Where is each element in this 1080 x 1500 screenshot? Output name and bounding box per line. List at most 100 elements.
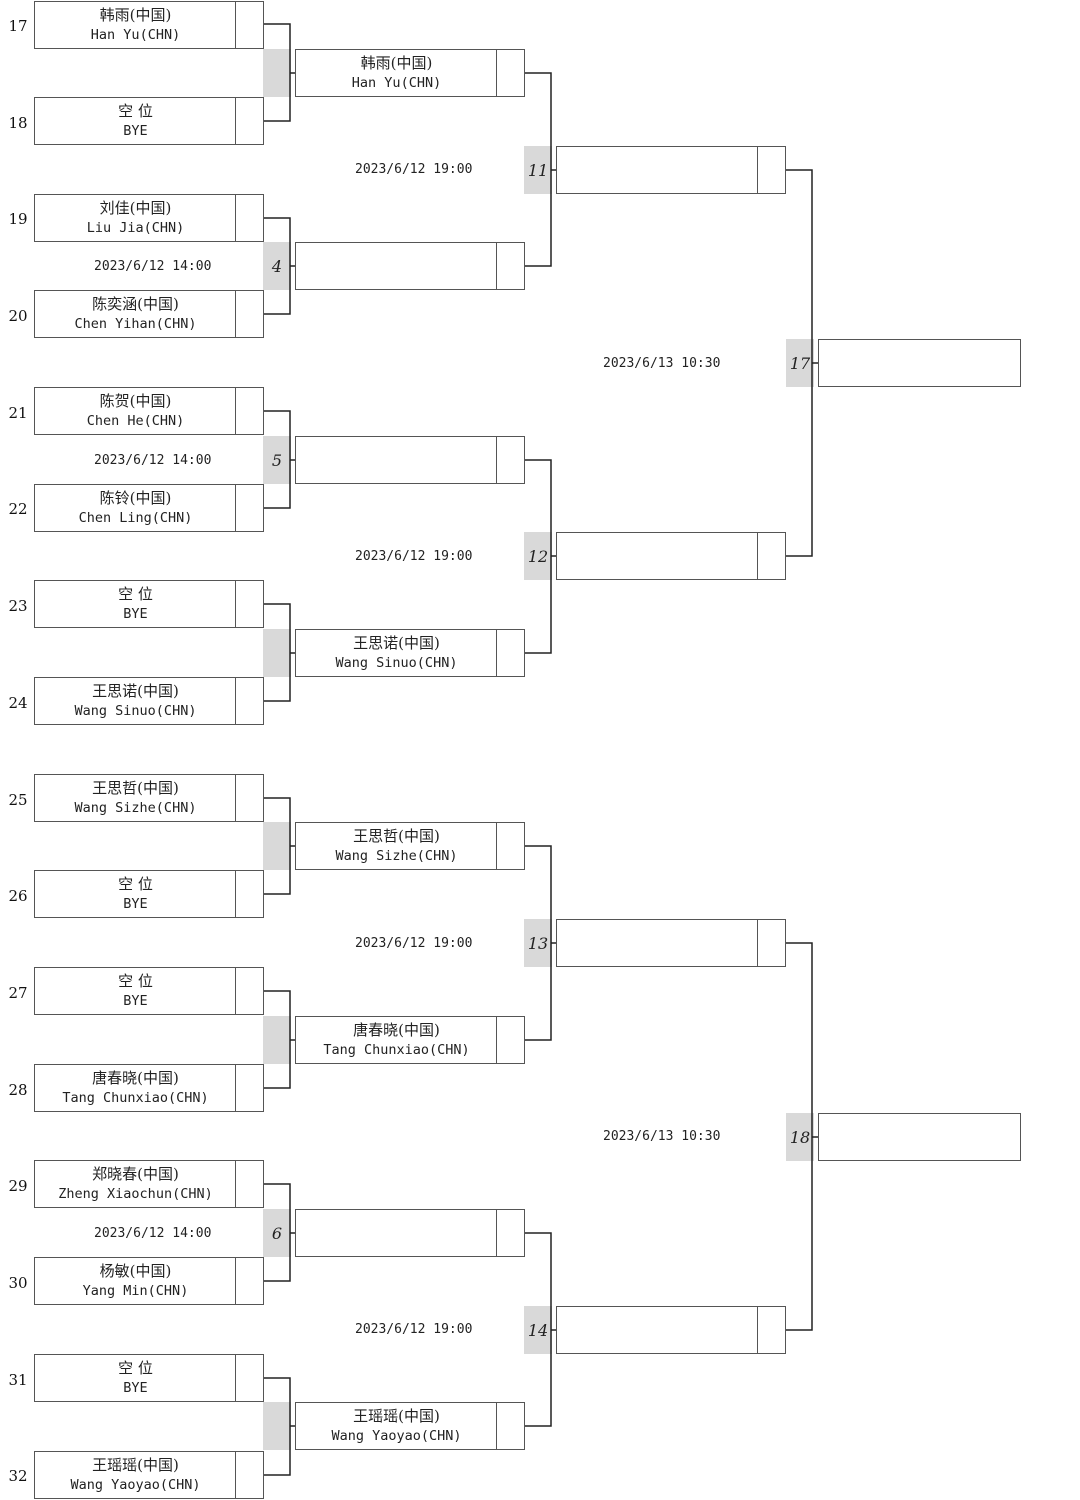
seed-number: 28 <box>8 1081 28 1099</box>
score-cell <box>235 1258 263 1304</box>
connector-line <box>264 217 295 315</box>
player-slot: 王思哲(中国)Wang Sizhe(CHN) <box>34 774 264 822</box>
player-name-cn: 陈奕涵(中国) <box>92 295 179 313</box>
player-name-cn: 刘佳(中国) <box>99 199 172 217</box>
seed-number: 25 <box>8 791 28 809</box>
connector-line <box>525 72 556 267</box>
score-cell <box>496 1403 524 1449</box>
player-name-en: Chen Yihan(CHN) <box>74 316 197 332</box>
player-slot: 空 位 BYE <box>34 580 264 628</box>
seed-number: 32 <box>8 1467 28 1485</box>
match-tab-empty <box>263 1016 291 1064</box>
score-cell <box>235 1161 263 1207</box>
player-name-en: Tang Chunxiao(CHN) <box>62 1090 209 1106</box>
player-name-cn: 王瑶瑶(中国) <box>92 1456 179 1474</box>
seed-number: 20 <box>8 307 28 325</box>
score-cell <box>496 50 524 96</box>
seed-number: 27 <box>8 984 28 1002</box>
player-name-cn: 郑晓春(中国) <box>92 1165 179 1183</box>
player-slot <box>556 532 786 580</box>
score-cell <box>757 1307 785 1353</box>
score-cell <box>235 1065 263 1111</box>
match-time: 2023/6/13 10:30 <box>603 356 721 371</box>
connector-line <box>264 1377 295 1476</box>
player-name-en: Tang Chunxiao(CHN) <box>323 1042 470 1058</box>
player-slot: 王思诺(中国)Wang Sinuo(CHN) <box>34 677 264 725</box>
player-name-en: BYE <box>123 606 148 622</box>
match-time: 2023/6/12 14:00 <box>94 453 212 468</box>
player-slot <box>556 1306 786 1354</box>
match-tab-empty <box>263 629 291 677</box>
match-time: 2023/6/12 19:00 <box>355 1322 473 1337</box>
match-time: 2023/6/13 10:30 <box>603 1129 721 1144</box>
player-name-en: Wang Yaoyao(CHN) <box>331 1428 462 1444</box>
player-slot <box>295 436 525 484</box>
player-name-cn: 陈铃(中国) <box>99 489 172 507</box>
player-name-en: BYE <box>123 896 148 912</box>
connector-line <box>264 410 295 509</box>
connector-line <box>264 990 295 1089</box>
match-number: 4 <box>263 242 291 290</box>
score-cell <box>496 1210 524 1256</box>
player-slot: 郑晓春(中国)Zheng Xiaochun(CHN) <box>34 1160 264 1208</box>
match-number: 18 <box>786 1113 814 1161</box>
player-name-en: BYE <box>123 1380 148 1396</box>
score-cell <box>496 823 524 869</box>
score-cell <box>235 2 263 48</box>
score-cell <box>496 1017 524 1063</box>
seed-number: 18 <box>8 114 28 132</box>
seed-number: 31 <box>8 1371 28 1389</box>
seed-number: 24 <box>8 694 28 712</box>
player-name-cn: 王瑶瑶(中国) <box>353 1407 440 1425</box>
player-name-en: BYE <box>123 123 148 139</box>
player-name-cn: 韩雨(中国) <box>360 54 433 72</box>
seed-number: 19 <box>8 210 28 228</box>
score-cell <box>235 775 263 821</box>
match-time: 2023/6/12 14:00 <box>94 1226 212 1241</box>
player-slot: 陈奕涵(中国) Chen Yihan(CHN) <box>34 290 264 338</box>
match-tab-empty <box>263 1402 291 1450</box>
player-name-cn: 王思哲(中国) <box>92 779 179 797</box>
score-cell <box>235 871 263 917</box>
match-time: 2023/6/12 19:00 <box>355 162 473 177</box>
player-name-cn: 空 位 <box>118 875 153 893</box>
match-number: 11 <box>524 146 552 194</box>
player-name-en: Han Yu(CHN) <box>90 27 181 43</box>
connector-line <box>264 797 295 895</box>
match-number: 6 <box>263 1209 291 1257</box>
seed-number: 22 <box>8 500 28 518</box>
score-cell <box>235 1452 263 1498</box>
player-slot: 空 位 BYE <box>34 870 264 918</box>
player-slot: 唐春晓(中国)Tang Chunxiao(CHN) <box>295 1016 525 1064</box>
seed-number: 30 <box>8 1274 28 1292</box>
player-slot: 刘佳(中国)Liu Jia(CHN) <box>34 194 264 242</box>
seed-number: 23 <box>8 597 28 615</box>
seed-number: 17 <box>8 17 28 35</box>
player-name-en: Wang Sinuo(CHN) <box>335 655 458 671</box>
player-name-cn: 王思哲(中国) <box>353 827 440 845</box>
match-number: 5 <box>263 436 291 484</box>
score-cell <box>235 388 263 434</box>
player-name-cn: 杨敏(中国) <box>99 1262 172 1280</box>
score-cell <box>496 630 524 676</box>
player-name-en: Wang Sizhe(CHN) <box>335 848 458 864</box>
player-name-en: BYE <box>123 993 148 1009</box>
player-name-cn: 空 位 <box>118 585 153 603</box>
winner-slot <box>818 1113 1021 1161</box>
player-slot: 唐春晓(中国)Tang Chunxiao(CHN) <box>34 1064 264 1112</box>
score-cell <box>757 147 785 193</box>
score-cell <box>757 920 785 966</box>
match-number: 13 <box>524 919 552 967</box>
match-time: 2023/6/12 14:00 <box>94 259 212 274</box>
match-number: 12 <box>524 532 552 580</box>
player-slot: 陈贺(中国)Chen He(CHN) <box>34 387 264 435</box>
player-slot <box>295 242 525 290</box>
score-cell <box>496 437 524 483</box>
connector-line <box>786 169 818 557</box>
player-name-cn: 韩雨(中国) <box>99 6 172 24</box>
player-slot <box>556 919 786 967</box>
score-cell <box>235 678 263 724</box>
score-cell <box>757 533 785 579</box>
